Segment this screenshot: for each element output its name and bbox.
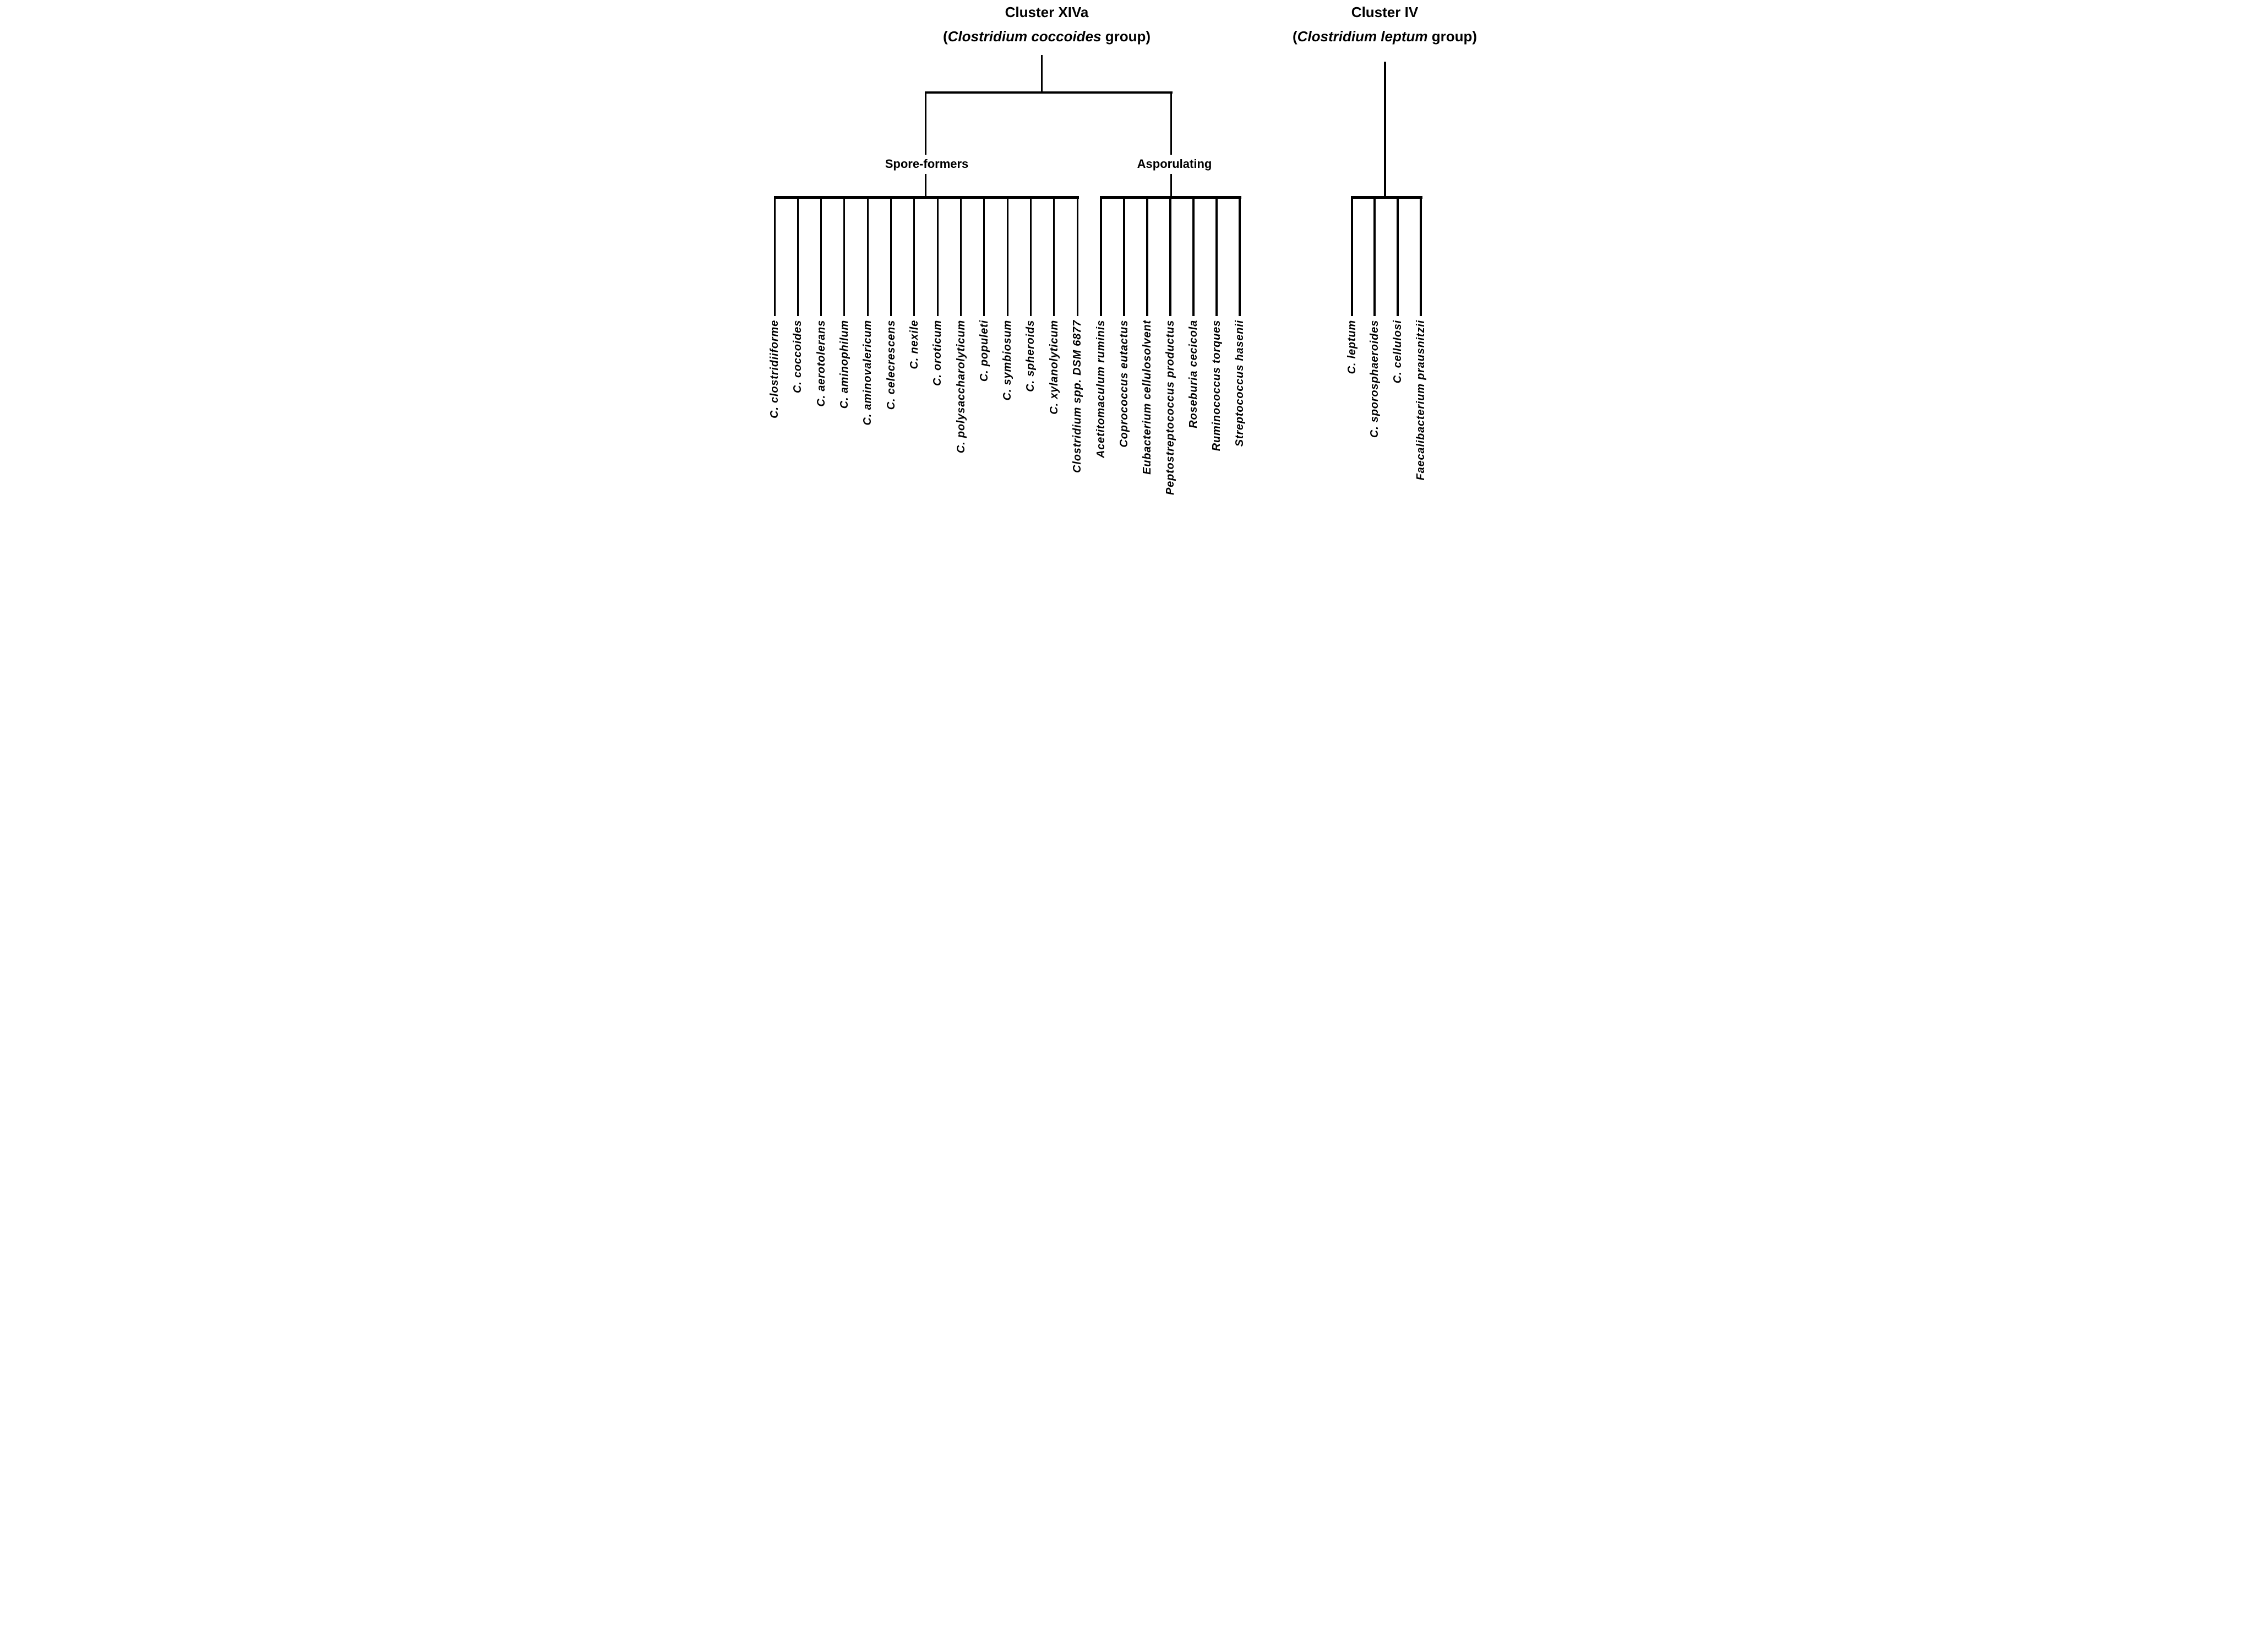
- cluster-xiva-subtitle-rest: group): [1101, 28, 1151, 45]
- cluster-xiva-subtitle: (Clostridium coccoides group): [943, 28, 1151, 45]
- leaf-line: [1099, 197, 1102, 316]
- leaf-line: [1239, 197, 1241, 316]
- leaf-line: [983, 197, 985, 316]
- sporeformers-branch-label: Spore-formers: [885, 157, 969, 171]
- leaf-line: [1122, 197, 1125, 316]
- species-label: C. polysaccharolyticum: [955, 320, 967, 454]
- species-label: C. cellulosi: [1391, 320, 1404, 384]
- leaf-line: [1006, 197, 1008, 316]
- leaf-line: [773, 197, 776, 316]
- species-label: C. nexile: [908, 320, 920, 369]
- leaf-line: [820, 197, 822, 316]
- cluster-xiva-title: Cluster XIVa: [1005, 4, 1089, 20]
- cluster-iv-subtitle-species: Clostridium leptum: [1297, 28, 1428, 45]
- cluster-iv-title-block: Cluster IV (Clostridium leptum group): [1293, 3, 1477, 45]
- species-label: Faecalibacterium prausnitzii: [1414, 320, 1427, 481]
- leaf-line: [1373, 197, 1376, 316]
- species-label: Acetitomaculum ruminis: [1094, 320, 1107, 458]
- species-label: Coprococcus eutactus: [1117, 320, 1130, 448]
- species-label: C. aminophilum: [838, 320, 850, 409]
- leaf-line: [1076, 197, 1078, 316]
- species-label: C. xylanolyticum: [1048, 320, 1060, 415]
- asporulating-branch-lower-line: [1170, 174, 1172, 197]
- leaf-line: [913, 197, 915, 316]
- leaf-line: [1350, 197, 1353, 316]
- leaf-line: [890, 197, 892, 316]
- species-label: C. sporosphaeroides: [1369, 320, 1381, 438]
- sporeformers-branch-upper-line: [924, 91, 926, 155]
- asporulating-branch-upper-line: [1170, 91, 1172, 155]
- xiva-root-line: [1040, 55, 1043, 91]
- cluster-xiva-title-block: Cluster XIVa (Clostridium coccoides grou…: [943, 3, 1151, 45]
- cluster-iv-subtitle-open: (: [1292, 28, 1297, 45]
- species-label: Roseburia cecicola: [1187, 320, 1200, 428]
- leaf-line: [797, 197, 799, 316]
- species-label: Streptococcus hasenii: [1234, 320, 1246, 447]
- phylogeny-figure: Cluster XIVa (Clostridium coccoides grou…: [756, 0, 1512, 544]
- sporeformers-branch-lower-line: [924, 174, 926, 197]
- leaf-line: [866, 197, 869, 316]
- leaf-line: [1396, 197, 1399, 316]
- asporulating-branch-label: Asporulating: [1137, 157, 1212, 171]
- species-label: C. oroticum: [931, 320, 944, 386]
- cluster-iv-root-line: [1383, 62, 1386, 197]
- leaf-line: [1192, 197, 1195, 316]
- species-label: C. coccoides: [792, 320, 804, 393]
- leaf-line: [1419, 197, 1422, 316]
- species-label: Ruminococcus torques: [1211, 320, 1223, 451]
- sporeformers-bracket: [773, 196, 1079, 199]
- leaf-line: [1215, 197, 1218, 316]
- species-label: Eubacterium cellulosolvent: [1141, 320, 1153, 475]
- leaf-line: [1053, 197, 1055, 316]
- leaf-line: [843, 197, 846, 316]
- leaf-line: [1169, 197, 1171, 316]
- cluster-iv-subtitle-rest: group): [1427, 28, 1478, 45]
- species-label: C. clostridiiforme: [768, 320, 781, 418]
- species-label: C. aerotolerans: [815, 320, 827, 407]
- species-label: C. leptum: [1345, 320, 1358, 374]
- species-label: C. celecrescens: [885, 320, 897, 410]
- species-label: Peptostreptococcus productus: [1164, 320, 1176, 495]
- leaf-line: [1146, 197, 1148, 316]
- species-label: C. aminovalericum: [862, 320, 874, 426]
- cluster-xiva-subtitle-open: (: [942, 28, 948, 45]
- cluster-iv-title: Cluster IV: [1351, 4, 1419, 20]
- leaf-line: [960, 197, 962, 316]
- cluster-iv-subtitle: (Clostridium leptum group): [1293, 28, 1477, 45]
- cluster-xiva-subtitle-species: Clostridium coccoides: [947, 28, 1102, 45]
- species-label: C. spheroids: [1024, 320, 1037, 392]
- leaf-line: [1029, 197, 1032, 316]
- leaf-line: [936, 197, 939, 316]
- xiva-top-bracket: [925, 91, 1173, 94]
- species-label: Clostridium spp. DSM 6877: [1071, 320, 1083, 473]
- cluster-iv-bracket: [1350, 196, 1422, 199]
- species-label: C. symbiosum: [1001, 320, 1014, 401]
- species-label: C. populeti: [978, 320, 990, 382]
